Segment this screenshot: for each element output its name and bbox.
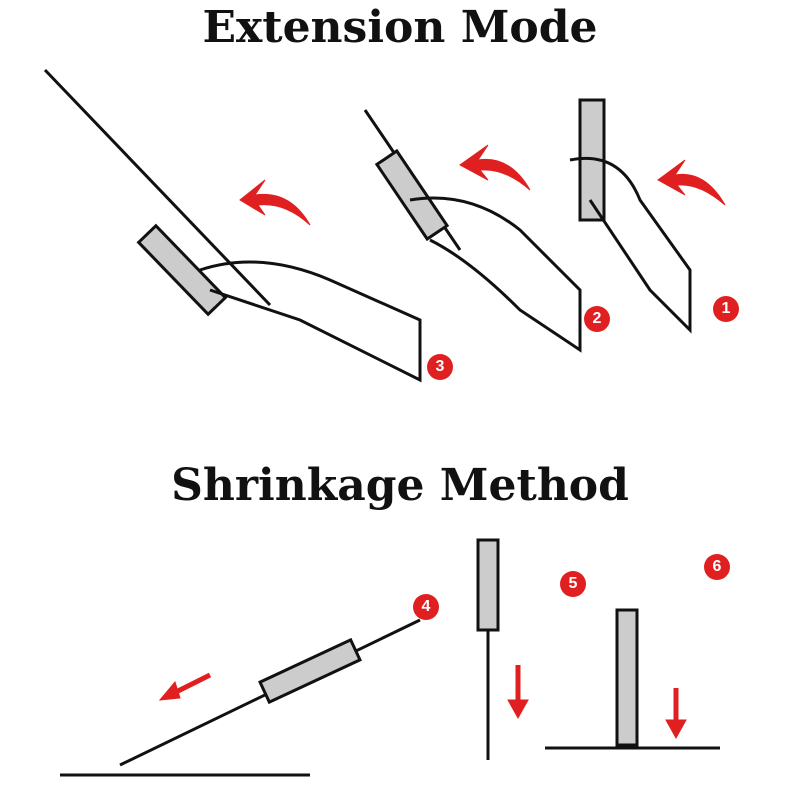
- baton-grip-2: [374, 148, 450, 242]
- baton-grip-5: [476, 538, 500, 632]
- arrow-icon-3: [239, 179, 311, 226]
- baton-extended: [43, 68, 272, 307]
- arm-1: [569, 156, 692, 334]
- step-badge-2: 2: [584, 306, 610, 332]
- arrow-head-5: [507, 699, 529, 720]
- arm-2: [409, 196, 582, 353]
- arrow-head-6: [665, 719, 687, 740]
- arm-3: [199, 260, 422, 383]
- step-badge-5: 5: [560, 571, 586, 597]
- shrinkage-method-title: Shrinkage Method: [171, 460, 629, 511]
- step-badge-1: 1: [713, 296, 739, 322]
- baton-drawings: [43, 68, 720, 777]
- extension-mode-title: Extension Mode: [202, 2, 598, 53]
- baton-grip-3: [136, 223, 228, 317]
- step-badge-4: 4: [413, 594, 439, 620]
- step-badge-3: 3: [427, 354, 453, 380]
- arrows: [158, 144, 726, 740]
- step-badge-6: 6: [704, 554, 730, 580]
- arrow-head-4: [158, 680, 181, 701]
- arrow-icon-2: [459, 144, 531, 191]
- arrow-icon-1: [657, 159, 726, 206]
- baton-grip-4: [258, 637, 362, 705]
- baton-grip-6: [615, 608, 639, 747]
